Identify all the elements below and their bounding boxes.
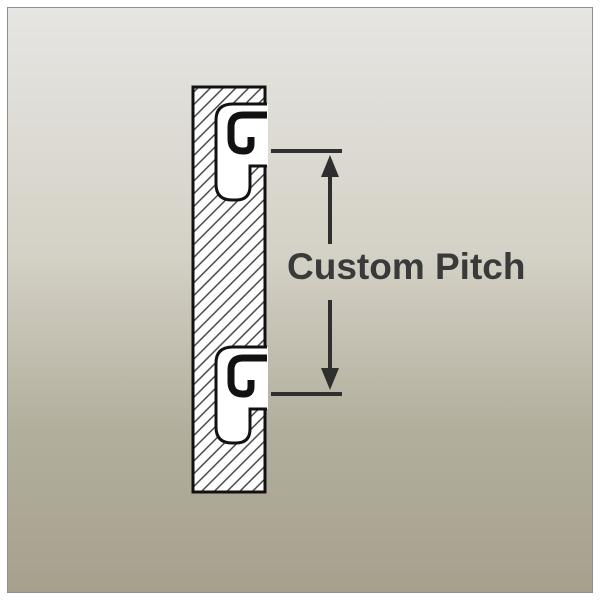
arrow-down-head-icon: [321, 368, 339, 390]
void-outline-top: [214, 102, 267, 202]
gradient-background: [7, 7, 593, 593]
void-outline-bottom: [214, 345, 267, 445]
hook-feature-bottom: [214, 345, 268, 445]
hook-top: [227, 111, 267, 155]
pitch-arrow: [321, 155, 339, 390]
hook-feature-top: [214, 102, 268, 202]
arrow-up-head-icon: [321, 155, 339, 177]
pitch-label: Custom Pitch: [287, 246, 526, 287]
hook-bottom: [227, 354, 267, 398]
